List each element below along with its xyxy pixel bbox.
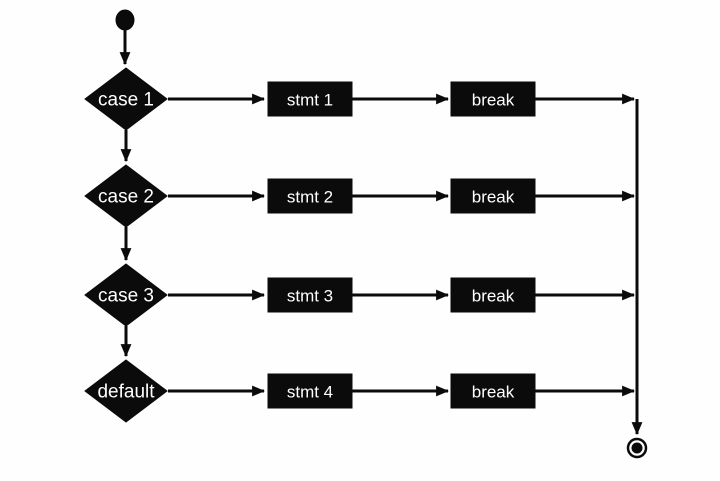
statement-box — [267, 178, 353, 214]
break-label: break — [472, 383, 515, 402]
condition-diamond — [84, 164, 168, 228]
condition-label: case 3 — [98, 286, 154, 307]
break-label: break — [472, 188, 515, 207]
statement-label: stmt 2 — [287, 188, 333, 207]
break-box — [450, 277, 536, 313]
flow-row-4: default stmt 4 break — [84, 359, 636, 423]
flow-row-3: case 3 stmt 3 break — [84, 263, 636, 327]
statement-label: stmt 4 — [287, 383, 333, 402]
flow-row-2: case 2 stmt 2 break — [84, 164, 636, 228]
statement-box — [267, 373, 353, 409]
end-node — [626, 437, 648, 459]
break-label: break — [472, 287, 515, 306]
end-node-core — [631, 442, 643, 454]
statement-box — [267, 277, 353, 313]
statement-label: stmt 3 — [287, 287, 333, 306]
break-box — [450, 178, 536, 214]
condition-diamond — [84, 67, 168, 131]
condition-label: case 2 — [98, 187, 154, 208]
condition-diamond — [84, 263, 168, 327]
break-label: break — [472, 91, 515, 110]
statement-label: stmt 1 — [287, 91, 333, 110]
condition-diamond — [84, 359, 168, 423]
flow-row-1: case 1 stmt 1 break — [84, 67, 636, 131]
start-node — [115, 9, 135, 31]
condition-label: default — [97, 382, 155, 403]
condition-label: case 1 — [98, 90, 154, 111]
break-box — [450, 373, 536, 409]
